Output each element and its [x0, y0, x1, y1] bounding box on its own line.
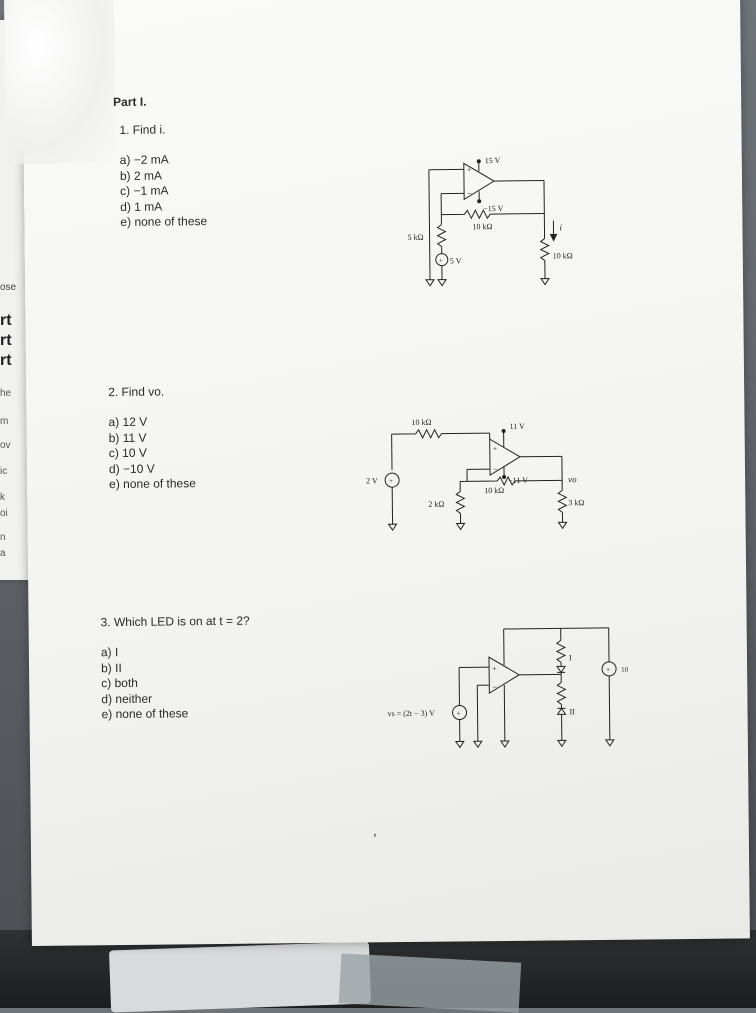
- answer-option: c) −1 mA: [120, 183, 207, 199]
- answer-option: d) 1 mA: [120, 199, 207, 215]
- svg-text:+: +: [606, 666, 610, 674]
- underlying-text: n: [0, 532, 6, 543]
- supply-label: 10 V: [621, 666, 630, 674]
- resistor-label: 5 kΩ: [408, 233, 424, 242]
- exam-sheet: Part I. 1. Find i. a) −2 mA b) 2 mA c) −…: [22, 0, 750, 946]
- svg-text:−: −: [493, 464, 498, 474]
- resistor-label: 10 kΩ: [411, 418, 431, 427]
- svg-text:+: +: [439, 257, 443, 265]
- circuit-3-diagram: + − + + vs = (2t − 3) V I II 10 V: [329, 618, 630, 761]
- supply-negative-label: −11 V: [508, 476, 528, 485]
- answer-option: c) both: [101, 675, 188, 691]
- underlying-text: ov: [0, 440, 11, 451]
- underlying-text: rt: [0, 332, 12, 350]
- answer-option: a) 12 V: [108, 414, 195, 430]
- resistor-label: 10 kΩ: [484, 486, 504, 495]
- stray-mark: ,: [373, 822, 377, 838]
- resistor-label: 2 kΩ: [428, 500, 444, 509]
- supply-positive-label: 15 V: [485, 156, 501, 165]
- question-1-label: 1. Find i.: [119, 123, 165, 137]
- led-1-label: I: [569, 653, 572, 662]
- question-1-options: a) −2 mA b) 2 mA c) −1 mA d) 1 mA e) non…: [120, 152, 208, 230]
- current-label: i: [559, 222, 562, 232]
- answer-option: b) 2 mA: [120, 168, 207, 184]
- question-2-label: 2. Find vo.: [108, 385, 164, 400]
- answer-option: e) none of these: [109, 476, 196, 492]
- part-title: Part I.: [113, 95, 147, 109]
- supply-negative-label: −15 V: [483, 204, 503, 213]
- answer-option: d) −10 V: [109, 461, 196, 477]
- svg-text:+: +: [389, 477, 393, 485]
- resistor-label: 3 kΩ: [568, 498, 584, 507]
- underlying-text: ic: [0, 466, 7, 477]
- answer-option: b) II: [101, 660, 188, 676]
- led-2-label: II: [569, 707, 575, 716]
- underlying-text: rt: [0, 352, 12, 370]
- underlying-text: oi: [0, 508, 8, 519]
- answer-option: c) 10 V: [109, 445, 196, 461]
- underlying-text: rt: [0, 312, 12, 330]
- svg-text:+: +: [457, 709, 461, 717]
- resistor-label: 10 kΩ: [553, 251, 573, 260]
- page-fold: [4, 0, 116, 164]
- answer-option: a) −2 mA: [120, 152, 207, 168]
- svg-text:+: +: [492, 664, 497, 673]
- underlying-text: k: [0, 492, 5, 503]
- source-label: 5 V: [450, 256, 462, 265]
- output-label: vo: [568, 474, 577, 484]
- underlying-text: ose: [0, 282, 16, 293]
- underlying-text: m: [0, 416, 8, 427]
- underlying-text: a: [0, 548, 6, 559]
- svg-text:+: +: [493, 444, 498, 453]
- question-3-options: a) I b) II c) both d) neither e) none of…: [101, 644, 189, 722]
- answer-option: d) neither: [101, 691, 188, 707]
- answer-option: e) none of these: [101, 706, 188, 722]
- svg-text:−: −: [492, 682, 497, 692]
- desk-object: [339, 953, 521, 1012]
- svg-text:+: +: [467, 165, 472, 174]
- desk-object: [109, 941, 371, 1012]
- source-label: vs = (2t − 3) V: [388, 709, 436, 718]
- circuit-1-diagram: + − 15 V −15 V 10 kΩ 5 kΩ 5 V i 10 kΩ +: [369, 148, 580, 290]
- answer-option: b) 11 V: [109, 430, 196, 446]
- supply-positive-label: 11 V: [510, 422, 526, 431]
- source-label: 2 V: [366, 476, 378, 485]
- resistor-label: 10 kΩ: [472, 222, 492, 231]
- svg-text:−: −: [467, 188, 472, 198]
- question-2-options: a) 12 V b) 11 V c) 10 V d) −10 V e) none…: [108, 414, 196, 492]
- answer-option: a) I: [101, 644, 188, 660]
- answer-option: e) none of these: [120, 214, 207, 230]
- circuit-2-diagram: + − + 10 kΩ 11 V −11 V 2 V 10 kΩ vo 2 kΩ…: [351, 408, 592, 541]
- underlying-text: he: [0, 388, 11, 399]
- question-3-label: 3. Which LED is on at t = 2?: [101, 614, 250, 630]
